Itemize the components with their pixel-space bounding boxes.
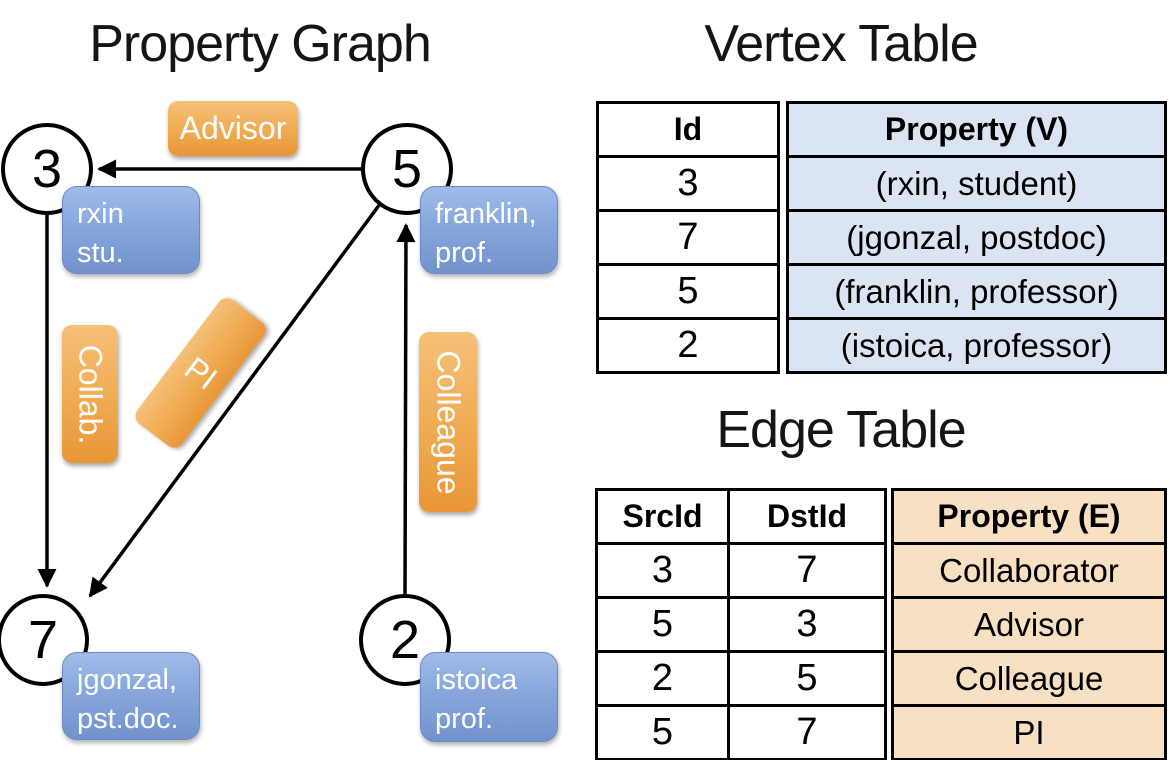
table-row: (istoica, professor) [786, 317, 1167, 374]
property-graph-title: Property Graph [89, 15, 432, 73]
vertex-table-id-column: Id 3 7 5 2 [596, 101, 780, 374]
edge-property-cell: Colleague [891, 650, 1167, 707]
vertex-id-cell: 3 [596, 155, 780, 212]
vertex-callout-7-line2: pst.doc. [77, 703, 179, 735]
table-row: 2 [596, 317, 780, 374]
table-row: Advisor [891, 596, 1167, 653]
table-row: SrcId DstId [595, 488, 887, 545]
vertex-property-cell: (franklin, professor) [786, 263, 1167, 320]
vertex-callout-7-line1: jgonzal, [77, 664, 177, 696]
vertex-id-3: 3 [31, 139, 63, 199]
vertex-table-property-header: Property (V) [786, 101, 1167, 158]
vertex-id-cell: 2 [596, 317, 780, 374]
vertex-callout-7: jgonzal, pst.doc. [62, 652, 200, 740]
table-row: Collaborator [891, 542, 1167, 599]
vertex-id-cell: 7 [596, 209, 780, 266]
edge-dstid-cell: 7 [727, 704, 887, 760]
table-row: Id [596, 101, 780, 158]
edge-property-cell: Advisor [891, 596, 1167, 653]
table-row: 3 [596, 155, 780, 212]
edge-dstid-cell: 7 [727, 542, 887, 599]
vertex-callout-2-line1: istoica [435, 664, 518, 696]
vertex-table-property-column: Property (V) (rxin, student) (jgonzal, p… [786, 101, 1167, 374]
edge-srcid-cell: 5 [595, 704, 730, 760]
vertex-id-5: 5 [391, 139, 423, 199]
vertex-id-2: 2 [389, 610, 421, 670]
vertex-callout-2-line2: prof. [435, 703, 494, 735]
vertex-id-cell: 5 [596, 263, 780, 320]
edge-label-collab-text: Collab. [72, 344, 109, 444]
table-row: Property (E) [891, 488, 1167, 545]
vertex-callout-5-line2: prof. [435, 237, 494, 269]
vertex-table-id-header: Id [596, 101, 780, 158]
vertex-property-cell: (istoica, professor) [786, 317, 1167, 374]
table-row: 2 5 [595, 650, 887, 707]
edge-property-cell: PI [891, 704, 1167, 760]
table-row: 7 [596, 209, 780, 266]
edge-table-dstid-header: DstId [727, 488, 887, 545]
edge-table-title: Edge Table [716, 401, 966, 459]
vertex-table-title: Vertex Table [704, 15, 978, 73]
property-graph-drawing [0, 123, 453, 686]
table-row: (jgonzal, postdoc) [786, 209, 1167, 266]
edge-arrow-5-to-7 [88, 202, 382, 598]
vertex-property-cell: (jgonzal, postdoc) [786, 209, 1167, 266]
vertex-callout-3: rxin stu. [62, 186, 200, 274]
table-row: Property (V) [786, 101, 1167, 158]
table-row: 5 3 [595, 596, 887, 653]
edge-label-advisor-text: Advisor [179, 110, 287, 146]
edge-arrow-2-to-5 [396, 223, 416, 596]
edge-label-colleague-text: Colleague [430, 349, 467, 495]
edge-dstid-cell: 3 [727, 596, 887, 653]
vertex-callout-5-line1: franklin, [435, 198, 537, 230]
edge-label-pi-text: PI [177, 349, 224, 397]
edge-table-property-header: Property (E) [891, 488, 1167, 545]
table-row: 5 7 [595, 704, 887, 760]
vertex-id-7: 7 [27, 610, 59, 670]
edge-srcid-cell: 2 [595, 650, 730, 707]
edge-dstid-cell: 5 [727, 650, 887, 707]
table-row: (franklin, professor) [786, 263, 1167, 320]
vertex-callout-3-line2: stu. [77, 237, 124, 269]
table-row: PI [891, 704, 1167, 760]
edge-label-collab: Collab. [62, 325, 118, 463]
table-row: Colleague [891, 650, 1167, 707]
edge-table-property-column: Property (E) Collaborator Advisor Collea… [891, 488, 1167, 760]
vertex-property-cell: (rxin, student) [786, 155, 1167, 212]
edge-label-advisor: Advisor [168, 101, 298, 156]
vertex-callout-5: franklin, prof. [420, 186, 558, 274]
edge-table-srcid-header: SrcId [595, 488, 730, 545]
edge-srcid-cell: 3 [595, 542, 730, 599]
table-row: (rxin, student) [786, 155, 1167, 212]
edge-property-cell: Collaborator [891, 542, 1167, 599]
table-row: 5 [596, 263, 780, 320]
edge-label-colleague: Colleague [419, 332, 477, 512]
vertex-callout-2: istoica prof. [420, 652, 558, 742]
edge-srcid-cell: 5 [595, 596, 730, 653]
edge-table-id-columns: SrcId DstId 3 7 5 3 2 5 5 7 [595, 488, 887, 760]
vertex-callout-3-line1: rxin [77, 198, 124, 230]
table-row: 3 7 [595, 542, 887, 599]
